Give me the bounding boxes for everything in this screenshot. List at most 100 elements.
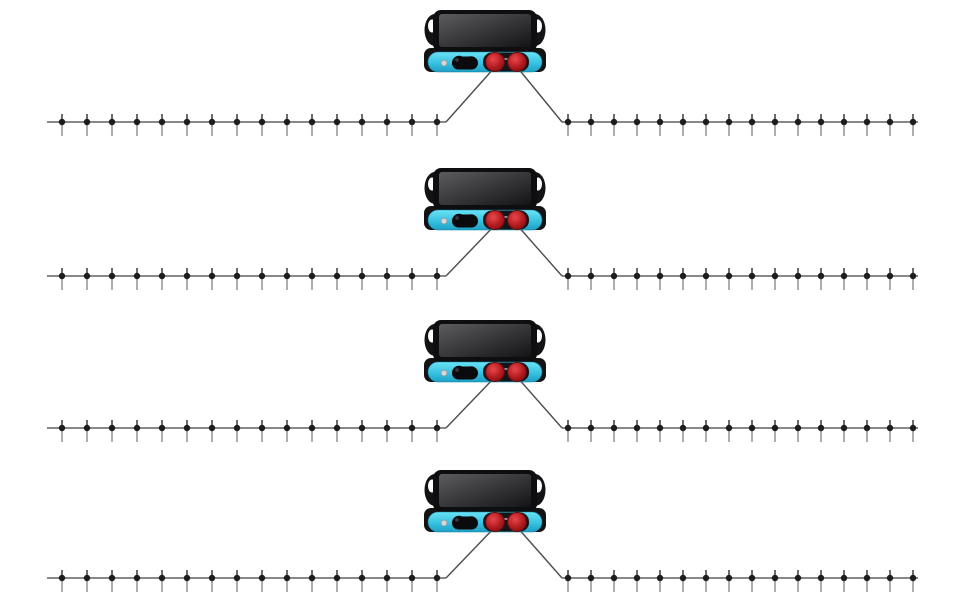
probe-node-dot [108,118,116,126]
probe-node-dot [702,272,710,280]
probe-node-dot [208,272,216,280]
probe-node-dot [748,272,756,280]
probe-node-dot [886,118,894,126]
probe-node-dot [610,574,618,582]
probe-node-dot [433,424,441,432]
probe-node-dot [283,574,291,582]
probe-node-dot [771,118,779,126]
device-string-row [47,168,918,290]
probe-node-dot [183,118,191,126]
probe-node-dot [679,424,687,432]
probe-node-dot [725,424,733,432]
probe-node-dot [794,272,802,280]
probe-node-dot [794,574,802,582]
temperature-recorder-device [424,10,546,73]
probe-node-dot [587,118,595,126]
device-screen [439,14,531,47]
probe-node-dot [83,118,91,126]
probe-node-dot [108,272,116,280]
probe-node-dot [133,272,141,280]
probe-node-dot [308,272,316,280]
probe-node-dot [702,424,710,432]
indicator-led [440,369,448,377]
probe-node-dot [308,118,316,126]
probe-node-dot [158,574,166,582]
aux-connector-highlight [455,368,459,372]
probe-node-dot [633,424,641,432]
probe-node-dot [283,118,291,126]
probe-node-dot [679,272,687,280]
sensor-cable-right [516,376,563,429]
aux-connector-knob-left [452,365,466,380]
indicator-led [440,217,448,225]
probe-node-dot [233,118,241,126]
device-string-row [47,10,918,136]
probe-node-dot [158,118,166,126]
probe-node-dot [909,272,917,280]
probe-node-dot [564,272,572,280]
probe-node-dot [333,424,341,432]
sensor-port-left [485,512,505,532]
probe-node-dot [633,272,641,280]
probe-node-dot [610,424,618,432]
probe-node-dot [433,118,441,126]
sensor-cable-right [516,224,563,277]
probe-node-dot [108,424,116,432]
probe-node-dot [656,118,664,126]
probe-node-dot [208,118,216,126]
probe-node-dot [840,272,848,280]
probe-node-dot [656,424,664,432]
sensor-port-right [507,210,527,230]
probe-node-dot [656,574,664,582]
probe-node-dot [233,574,241,582]
probe-node-dot [383,118,391,126]
probe-node-dot [383,574,391,582]
sensor-cable-left [445,224,496,277]
probe-node-dot [358,272,366,280]
sensor-port-right [507,52,527,72]
probe-node-dot [886,272,894,280]
probe-node-dot [333,118,341,126]
probe-node-dot [840,424,848,432]
probe-node-dot [587,574,595,582]
probe-node-dot [794,424,802,432]
sensor-cable-left [445,376,496,429]
probe-node-dot [408,118,416,126]
sensor-cable-left [445,66,496,123]
probe-node-dot [58,574,66,582]
probe-node-dot [656,272,664,280]
probe-node-dot [748,424,756,432]
sensor-cable-right [516,66,563,123]
probe-node-dot [258,118,266,126]
probe-node-dot [794,118,802,126]
probe-node-dot [587,272,595,280]
probe-node-dot [283,272,291,280]
probe-node-dot [909,574,917,582]
probe-node-dot [633,118,641,126]
probe-node-dot [679,574,687,582]
probe-node-dot [133,574,141,582]
aux-connector-highlight [455,518,459,522]
probe-node-dot [83,272,91,280]
sensor-port-left [485,52,505,72]
probe-node-dot [258,272,266,280]
probe-node-dot [133,118,141,126]
probe-node-dot [863,272,871,280]
probe-node-dot [633,574,641,582]
probe-node-dot [58,118,66,126]
probe-node-dot [408,574,416,582]
probe-node-dot [283,424,291,432]
aux-connector-highlight [455,58,459,62]
probe-node-dot [817,118,825,126]
probe-node-dot [133,424,141,432]
device-screen [439,324,531,357]
probe-node-dot [358,118,366,126]
probe-node-dot [564,424,572,432]
probe-node-dot [840,118,848,126]
probe-node-dot [233,424,241,432]
probe-node-dot [333,272,341,280]
probe-node-dot [863,118,871,126]
probe-node-dot [886,574,894,582]
